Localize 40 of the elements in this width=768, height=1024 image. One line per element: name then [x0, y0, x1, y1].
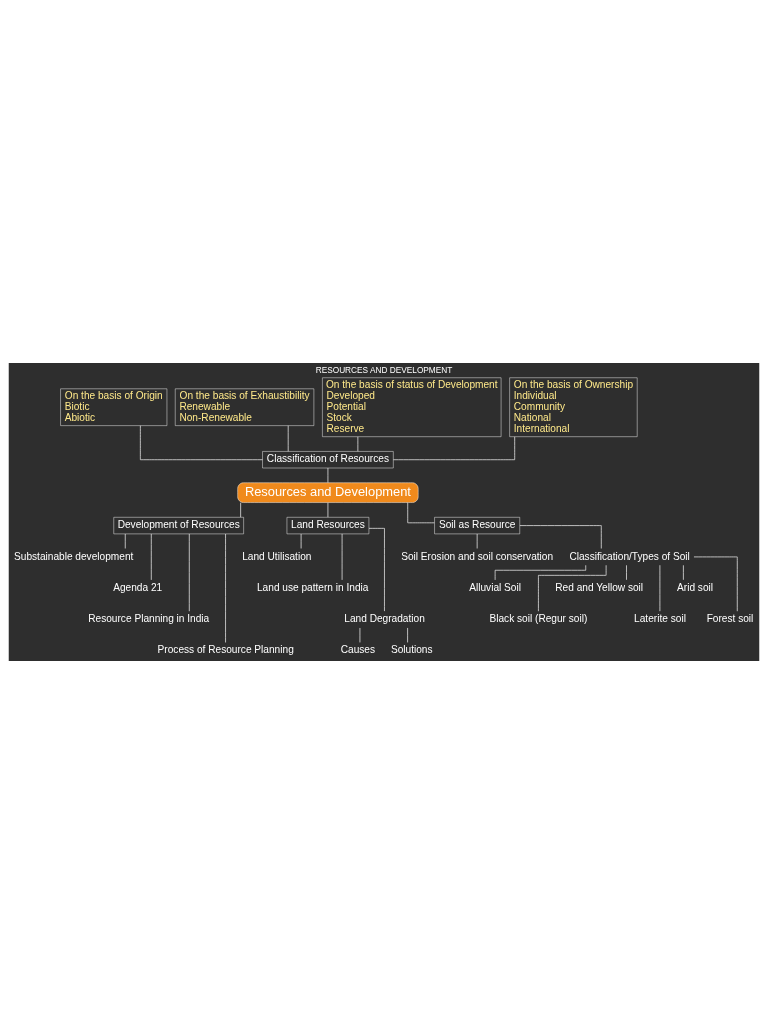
connector	[407, 627, 408, 643]
node-text: Substainable development	[14, 550, 134, 562]
connector	[140, 425, 263, 461]
node-box: On the basis of Origin Biotic Abiotic	[60, 388, 168, 426]
connector	[150, 533, 152, 581]
node-text: Land Degradation	[344, 613, 425, 625]
node-box: Soil as Resource	[434, 517, 520, 535]
connector	[393, 436, 516, 461]
node-text: Solutions	[390, 644, 433, 656]
connector	[188, 533, 190, 612]
node-box: On the basis of Exhaustibility Renewable Non-Renewable	[175, 388, 315, 426]
connector	[124, 533, 126, 549]
node-text: Red and Yellow soil	[555, 581, 644, 593]
node-text: Black soil (Regur soil)	[489, 613, 588, 625]
connector	[240, 502, 241, 518]
node-text: Agenda 21	[113, 581, 163, 593]
node-box: Classification of Resources	[262, 451, 394, 469]
node-text: Causes	[340, 644, 376, 656]
connector	[538, 564, 607, 612]
node-text: Land Utilisation	[242, 550, 312, 562]
node-text: Process of Resource Planning	[157, 644, 294, 656]
node-box: Development of Resources	[113, 517, 244, 535]
node-text: Land use pattern in India	[256, 581, 369, 593]
node-text: Arid soil	[677, 581, 714, 593]
node-box: On the basis of status of Development Developed Potential Stock Reserve	[322, 377, 502, 437]
connector	[368, 528, 385, 612]
connector	[683, 564, 684, 581]
diagram-title: RESOURCES AND DEVELOPMENT	[315, 365, 453, 376]
node-box: On the basis of Ownership Individual Community National International	[509, 377, 638, 437]
connector	[626, 564, 627, 581]
node-text: Laterite soil	[634, 613, 686, 625]
node-text: Soil Erosion and soil conservation	[401, 550, 554, 562]
connector	[225, 533, 226, 643]
node-text: Alluvial Soil	[469, 581, 522, 593]
node-text: Resource Planning in India	[88, 613, 210, 625]
node-box: Land Resources	[286, 517, 370, 535]
node-text: Forest soil	[706, 613, 754, 625]
node-text: Classification/Types of Soil	[569, 550, 690, 562]
connector	[519, 525, 602, 549]
node-box: Resources and Development	[237, 482, 419, 503]
